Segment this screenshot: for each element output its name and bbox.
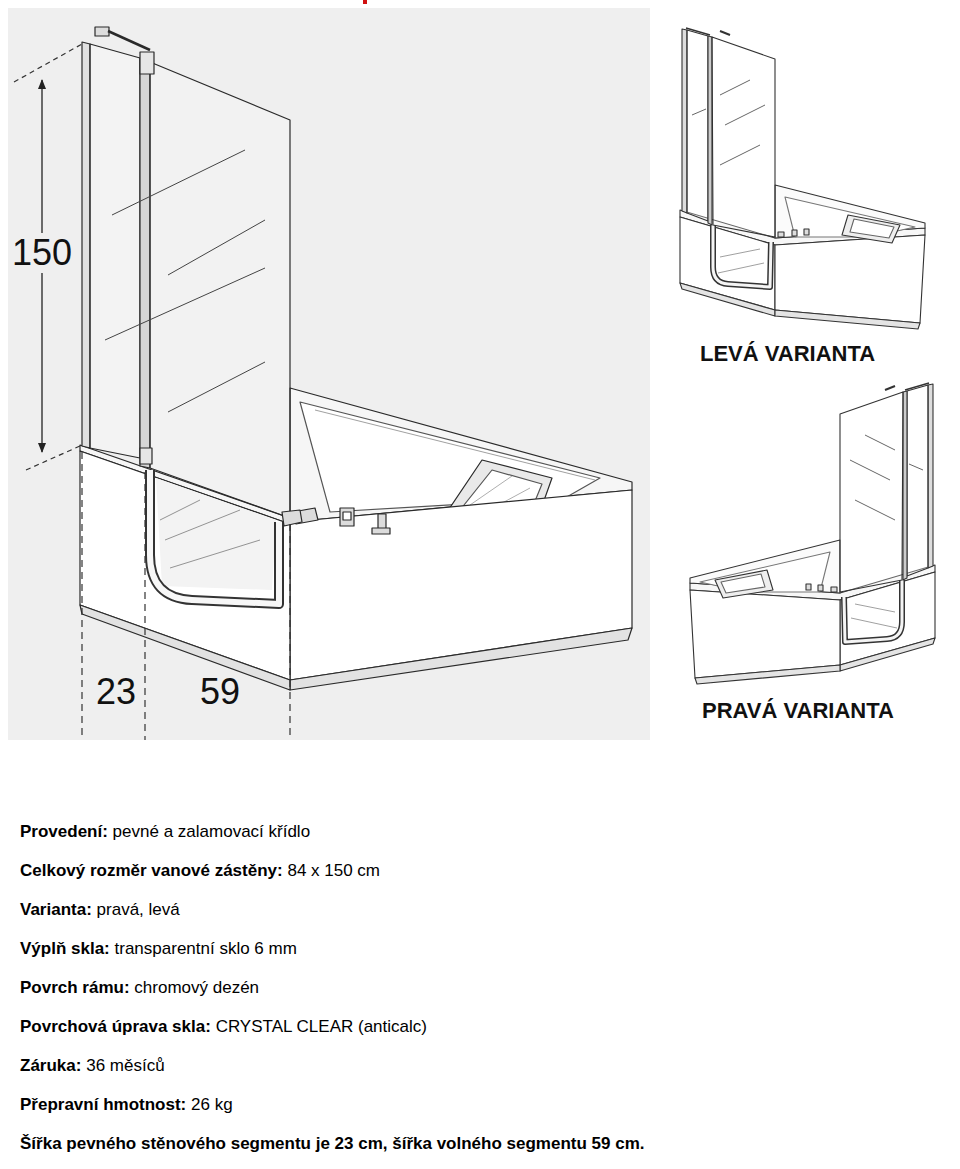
spec-key: Varianta:: [20, 900, 92, 919]
spec-key: Záruka:: [20, 1056, 81, 1075]
spec-key: Provedení:: [20, 822, 108, 841]
spec-row: Záruka: 36 měsíců: [20, 1056, 165, 1076]
spec-key: Šířka pevného stěnového segmentu je 23 c…: [20, 1134, 645, 1153]
spec-value: 36 měsíců: [86, 1056, 164, 1075]
spec-key: Povrch rámu:: [20, 978, 130, 997]
spec-row: Provedení: pevné a zalamovací křídlo: [20, 822, 310, 842]
variant-caption: PRAVÁ VARIANTA: [700, 699, 896, 723]
spec-value: transparentní sklo 6 mm: [115, 939, 297, 958]
dimension-label: 23: [94, 672, 138, 712]
spec-value: 26 kg: [191, 1095, 233, 1114]
spec-value: 84 x 150 cm: [287, 861, 380, 880]
spec-row: Povrchová úprava skla: CRYSTAL CLEAR (ant…: [20, 1017, 427, 1037]
spec-key: Výplň skla:: [20, 939, 110, 958]
variant-caption: LEVÁ VARIANTA: [698, 342, 877, 366]
spec-row: Šířka pevného stěnového segmentu je 23 c…: [20, 1134, 645, 1154]
spec-row: Celkový rozměr vanové zástěny:84 x 150 c…: [20, 861, 380, 881]
spec-key: Celkový rozměr vanové zástěny:: [20, 861, 283, 880]
spec-value: chromový dezén: [134, 978, 259, 997]
dimension-label: 150: [10, 233, 74, 273]
spec-row: Přepravní hmotnost: 26 kg: [20, 1095, 233, 1115]
spec-value: CRYSTAL CLEAR (anticalc): [216, 1017, 427, 1036]
spec-key: Povrchová úprava skla:: [20, 1017, 211, 1036]
spec-value: pravá, levá: [97, 900, 180, 919]
dimension-label: 59: [198, 672, 242, 712]
spec-row: Povrch rámu:chromový dezén: [20, 978, 259, 998]
spec-row: Varianta: pravá, levá: [20, 900, 180, 920]
spec-key: Přepravní hmotnost:: [20, 1095, 186, 1114]
spec-row: Výplň skla: transparentní sklo 6 mm: [20, 939, 297, 959]
spec-value: pevné a zalamovací křídlo: [113, 822, 311, 841]
